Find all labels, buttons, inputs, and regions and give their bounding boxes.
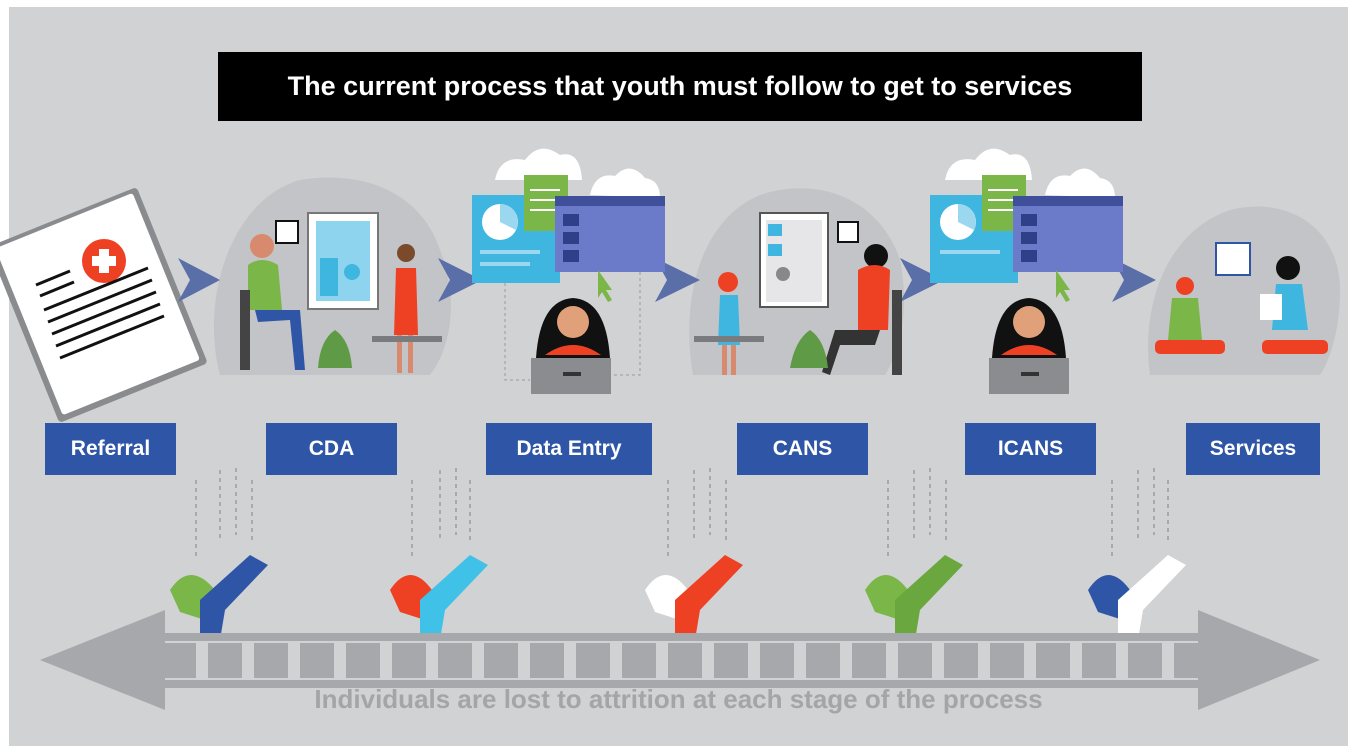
attrition-arrow — [40, 610, 1320, 710]
diagram-title: The current process that youth must foll… — [218, 52, 1142, 121]
icans-scene — [930, 148, 1123, 394]
falling-person-icon — [865, 555, 963, 640]
services-scene — [1155, 242, 1328, 354]
arrow-icon — [655, 258, 700, 302]
cda-scene — [240, 212, 442, 373]
dash-track — [162, 643, 1198, 678]
stage-icans: ICANS — [965, 423, 1096, 475]
arrow-icon — [178, 258, 220, 302]
stage-services: Services — [1186, 423, 1320, 475]
data-entry-scene — [472, 148, 665, 394]
arrow-icon — [900, 258, 944, 302]
falling-person-icon — [390, 555, 488, 640]
falling-figures — [170, 468, 1186, 640]
stage-data-entry: Data Entry — [486, 423, 652, 475]
stage-cans: CANS — [737, 423, 868, 475]
stage-referral: Referral — [45, 423, 176, 475]
attrition-caption: Individuals are lost to attrition at eac… — [314, 684, 1043, 714]
cans-scene — [694, 212, 902, 375]
stage-cda: CDA — [266, 423, 397, 475]
falling-person-icon — [645, 555, 743, 640]
falling-person-icon — [1088, 555, 1186, 640]
falling-person-icon — [170, 555, 268, 640]
clipboard-icon — [0, 188, 207, 422]
arrow-icon — [438, 258, 482, 302]
